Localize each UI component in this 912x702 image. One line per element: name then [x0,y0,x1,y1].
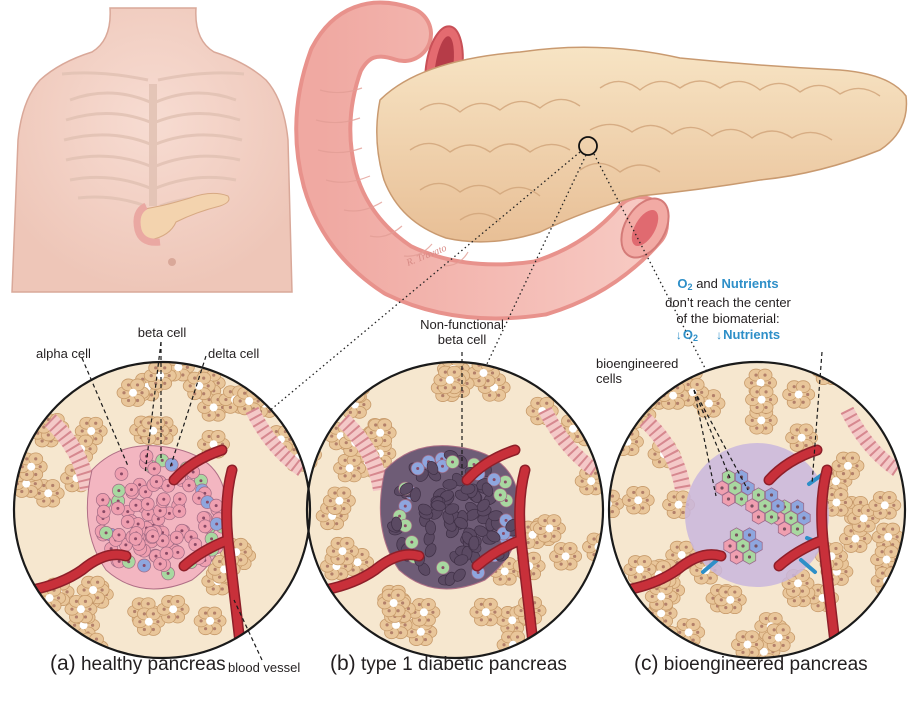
acinar-cluster [20,624,52,652]
acinar-cluster [361,347,393,375]
note-line3: of the biomaterial: [638,311,818,327]
acinar-cluster [596,585,628,613]
caption-c-text: bioengineered pancreas [664,654,868,675]
acinar-cluster [378,589,410,617]
acinar-cluster [194,607,226,635]
acinar-cluster [296,414,328,442]
acinar-cluster [317,386,349,414]
note-nutrients: Nutrients [722,276,779,291]
bioengineered-cells-label: bioengineered cells [596,356,678,386]
note-line4: ↓O2 ↓Nutrients [638,327,818,346]
note-o2: O [677,276,687,291]
acinar-cluster [470,598,502,626]
acinar-cluster [326,537,358,565]
nonfunctional-line1: Non-functional [420,317,504,332]
acinar-cluster [550,543,582,571]
caption-b: (b) type 1 diabetic pancreas [330,652,567,677]
acinar-cluster [714,586,746,614]
acinar-cluster [274,604,306,632]
note-and: and [696,276,718,291]
acinar-cluster [47,357,79,385]
oxygen-nutrient-note: O2 and Nutrients don’t reach the center … [638,276,818,346]
alpha-cell-label: alpha cell [36,346,91,361]
acinar-cluster [869,492,901,520]
acinar-cluster [832,452,864,480]
acinar-cluster [117,379,149,407]
acinar-cluster [3,393,35,421]
acinar-cluster [675,352,707,380]
acinar-cluster [144,362,176,390]
arrow-down-icon: ↓ [676,327,682,343]
note-o2-sub: 2 [688,282,693,292]
delta-cell-label: delta cell [208,346,259,361]
note-low-nutrients: Nutrients [723,327,780,342]
bioengineered-line1: bioengineered [596,356,678,371]
acinar-cluster [337,375,369,403]
acinar-cluster [137,417,169,445]
acinar-cluster [283,403,315,431]
acinar-cluster [293,385,325,413]
acinar-cluster [339,391,371,419]
acinar-cluster [607,610,639,638]
acinar-cluster [20,610,52,638]
caption-b-text: type 1 diabetic pancreas [361,654,567,675]
acinar-cluster [566,631,598,659]
acinar-cluster [746,386,778,414]
note-line2: don’t reach the center [638,295,818,311]
acinar-cluster [0,573,31,601]
acinar-cluster [157,595,189,623]
acinar-cluster [293,570,325,598]
acinar-cluster [783,381,815,409]
diabetic-pancreas-tissue [290,347,621,671]
acinar-cluster [584,574,616,602]
arrow-down-icon: ↓ [716,327,722,343]
acinar-cluster [650,626,682,654]
bioengineered-line2: cells [596,371,622,386]
acinar-cluster [49,361,81,389]
acinar-cluster [594,397,626,425]
acinar-cluster [622,486,654,514]
torso-figure [12,8,292,292]
acinar-cluster [334,454,366,482]
beta-cell-label: beta cell [124,325,200,340]
blood-vessel-label: blood vessel [228,660,300,675]
acinar-cluster [434,366,466,394]
bioengineered-pancreas-tissue [592,352,912,669]
islet [380,446,520,589]
note-line1: O2 and Nutrients [638,276,818,295]
acinar-cluster [867,371,899,399]
nonfunctional-beta-cell-label: Non-functional beta cell [402,317,522,347]
note-low-o2-sub: 2 [693,333,698,343]
nonfunctional-line2: beta cell [438,332,486,347]
acinar-cluster [763,624,795,652]
healthy-pancreas-tissue [0,346,315,670]
caption-a: (a) healthy pancreas [50,652,226,677]
acinar-cluster [884,403,912,431]
acinar-cluster [323,487,355,515]
pancreas-organ: R. Travato [316,24,906,292]
note-low-o2: O [683,327,693,342]
acinar-cluster [65,595,97,623]
caption-b-tag: (b) [330,652,356,675]
caption-a-text: healthy pancreas [81,654,226,675]
caption-c: (c) bioengineered pancreas [634,652,868,677]
acinar-cluster [533,515,565,543]
acinar-cluster [611,428,643,456]
acinar-cluster [596,578,628,606]
caption-a-tag: (a) [50,652,76,675]
acinar-cluster [291,352,323,380]
caption-c-tag: (c) [634,652,659,675]
